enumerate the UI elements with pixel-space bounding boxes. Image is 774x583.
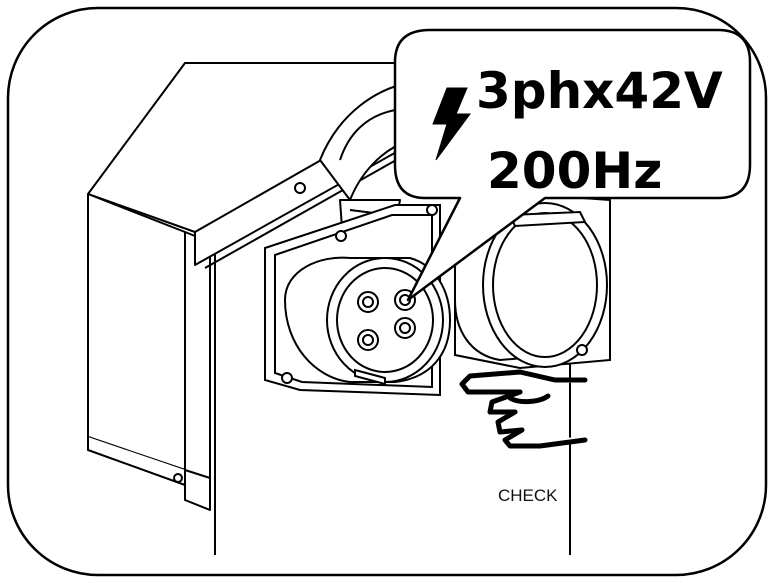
callout-frequency-text: 200Hz	[487, 142, 663, 200]
check-label: CHECK	[498, 486, 558, 505]
pointing-hand-icon	[459, 369, 588, 449]
callout-bubble	[393, 28, 752, 302]
socket-right	[454, 193, 611, 370]
lightning-bolt-icon	[432, 87, 471, 161]
equipment-box	[87, 62, 611, 555]
callout-voltage-text: 3phx42V	[476, 62, 723, 120]
socket-left	[264, 204, 452, 397]
voltage-callout	[393, 28, 752, 302]
